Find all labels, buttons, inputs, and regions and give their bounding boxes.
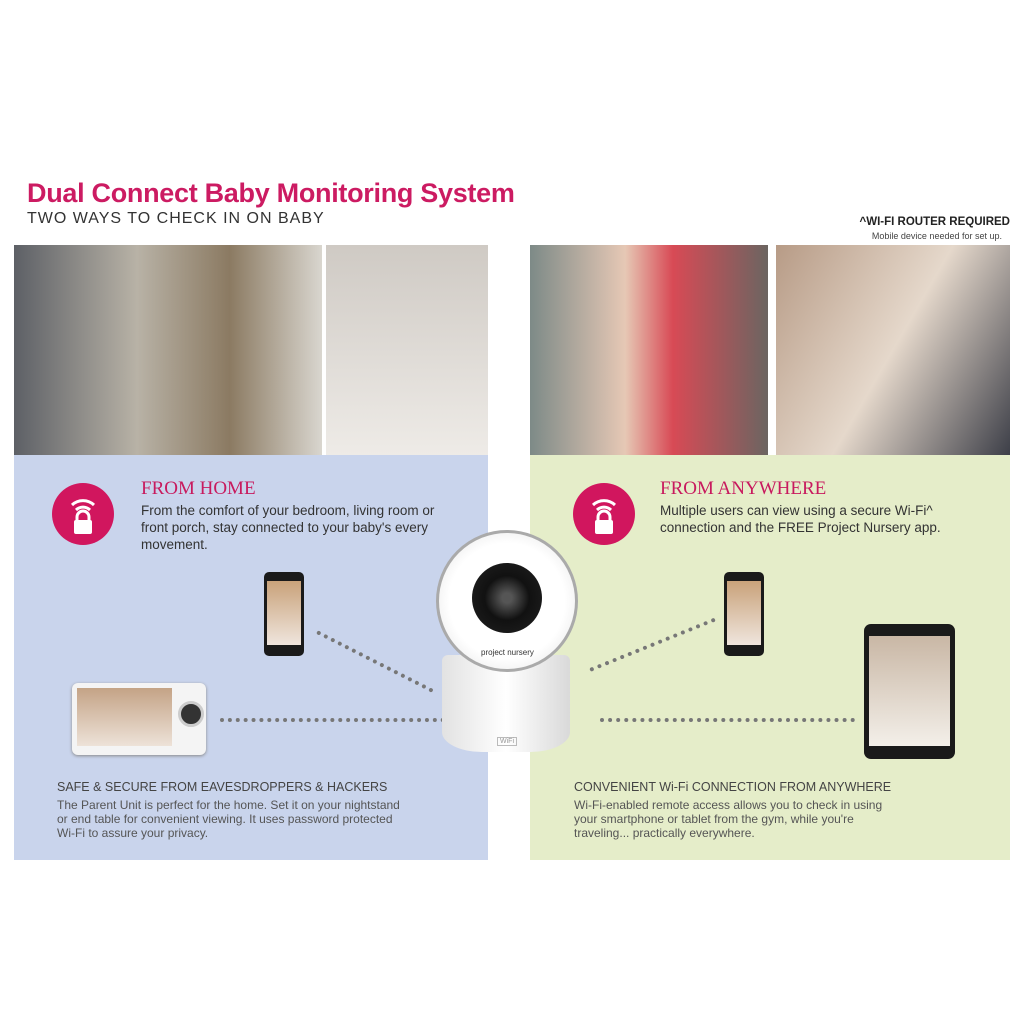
grandparents-photo (530, 245, 768, 455)
router-note: ^WI-FI ROUTER REQUIRED (859, 216, 1010, 228)
wifi-lock-icon (52, 483, 114, 545)
wifi-lock-icon (573, 483, 635, 545)
connection-line (600, 718, 855, 722)
from-home-heading: FROM HOME (141, 478, 256, 499)
camera-lens (472, 563, 542, 633)
home-detail: The Parent Unit is perfect for the home.… (57, 798, 400, 840)
mobile-note: Mobile device needed for set up. (871, 231, 1002, 241)
anywhere-detail: Wi-Fi-enabled remote access allows you t… (574, 798, 883, 840)
wifi-badge: WiFi (497, 737, 517, 746)
page-subtitle: TWO WAYS TO CHECK IN ON BABY (27, 210, 325, 227)
from-anywhere-heading: FROM ANYWHERE (660, 478, 827, 499)
tablet (864, 624, 955, 759)
smartphone-anywhere (724, 572, 764, 656)
parent-unit-photo (326, 245, 488, 455)
parent-unit (72, 683, 206, 755)
from-home-text: From the comfort of your bedroom, living… (141, 503, 435, 552)
camera-head: project nursery (436, 530, 578, 672)
camera-brand: project nursery (481, 648, 534, 657)
smartphone-photo (776, 245, 1010, 455)
porch-photo (14, 245, 322, 455)
from-anywhere-text: Multiple users can view using a secure W… (660, 503, 941, 535)
smartphone-home (264, 572, 304, 656)
home-caption: SAFE & SECURE FROM EAVESDROPPERS & HACKE… (57, 780, 388, 794)
anywhere-caption: CONVENIENT Wi-Fi CONNECTION FROM ANYWHER… (574, 780, 892, 794)
page-title: Dual Connect Baby Monitoring System (27, 178, 515, 208)
connection-line (220, 718, 445, 722)
